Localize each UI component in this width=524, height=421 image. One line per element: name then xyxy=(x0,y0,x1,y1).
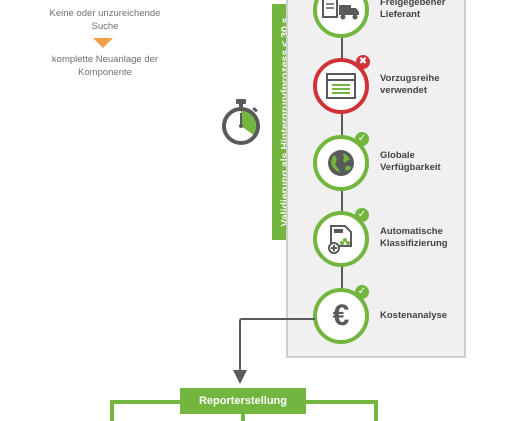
check-badge-icon: ✓ xyxy=(355,285,369,299)
euro-icon: € xyxy=(332,299,350,332)
bottom-line-left xyxy=(110,400,180,404)
check-badge-icon: ✓ xyxy=(355,132,369,146)
step-classification xyxy=(313,211,369,267)
classification-icon xyxy=(328,225,352,254)
reporter-box: Reporterstellung xyxy=(180,388,306,414)
bottom-drop-mid xyxy=(241,414,245,421)
step-label-global-availability: Globale Verfügbarkeit xyxy=(380,150,441,173)
note-insufficient-search: Keine oder unzureichende Suche xyxy=(49,8,161,32)
validation-panel xyxy=(286,0,466,358)
error-badge-icon: ✖ xyxy=(356,55,370,69)
note-new-component: komplette Neuanlage der Komponente xyxy=(51,54,159,78)
connector-arrow xyxy=(233,318,315,384)
check-badge-icon: ✓ xyxy=(355,208,369,222)
step-label-supplier: Freigegebener Lieferant xyxy=(380,0,446,20)
bottom-drop-right xyxy=(374,400,378,421)
stopwatch-icon xyxy=(222,99,260,145)
down-arrow-icon xyxy=(93,38,113,48)
bottom-drop-left xyxy=(110,400,114,421)
truck-certificate-icon xyxy=(322,0,359,20)
globe-icon xyxy=(328,150,354,176)
step-label-preferred-series: Vorzugsreihe verwendet xyxy=(380,73,440,96)
bottom-line-right xyxy=(306,400,378,404)
browser-list-icon xyxy=(326,73,356,99)
step-label-classification: Automatische Klassifizierung xyxy=(380,226,448,249)
step-label-cost-analysis: Kostenanalyse xyxy=(380,310,448,321)
